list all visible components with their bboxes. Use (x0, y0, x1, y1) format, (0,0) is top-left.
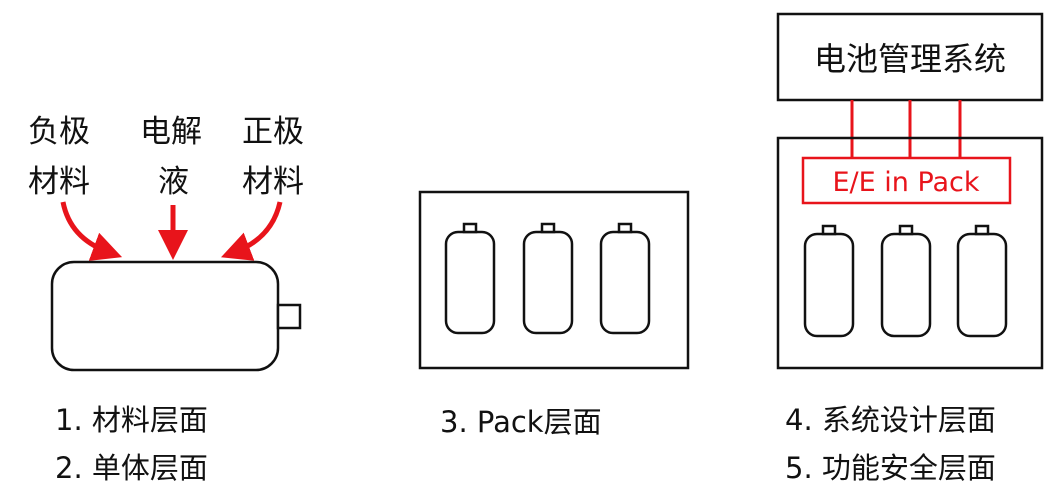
caption-cell-level: 2. 单体层面 (55, 451, 208, 485)
caption-material-level: 1. 材料层面 (55, 403, 208, 437)
cathode-material-label: 正极 材料 (242, 114, 304, 200)
single-cell-icon (50, 260, 302, 372)
anode-arrow (60, 201, 123, 261)
bms-connection-lines (850, 100, 962, 158)
system-pack-icon (776, 136, 1044, 370)
svg-text:负极: 负极 (28, 114, 90, 150)
svg-text:液: 液 (158, 164, 189, 200)
bms-box: 电池管理系统 (776, 12, 1044, 102)
caption-pack-level: 3. Pack层面 (440, 405, 602, 439)
caption-functional-safety-level: 5. 功能安全层面 (785, 451, 996, 485)
svg-text:材料: 材料 (242, 164, 304, 200)
cathode-arrow (220, 201, 283, 261)
svg-text:电解: 电解 (140, 114, 202, 150)
pack-icon (418, 190, 690, 370)
electrolyte-label: 电解 液 (140, 114, 202, 200)
anode-material-label: 负极 材料 (28, 114, 90, 200)
caption-system-design-level: 4. 系统设计层面 (785, 403, 996, 437)
svg-text:E/E in Pack: E/E in Pack (832, 167, 979, 198)
svg-text:材料: 材料 (28, 164, 90, 200)
svg-text:正极: 正极 (242, 114, 304, 150)
svg-text:电池管理系统: 电池管理系统 (814, 40, 1006, 78)
ee-in-pack-box: E/E in Pack (801, 156, 1012, 205)
